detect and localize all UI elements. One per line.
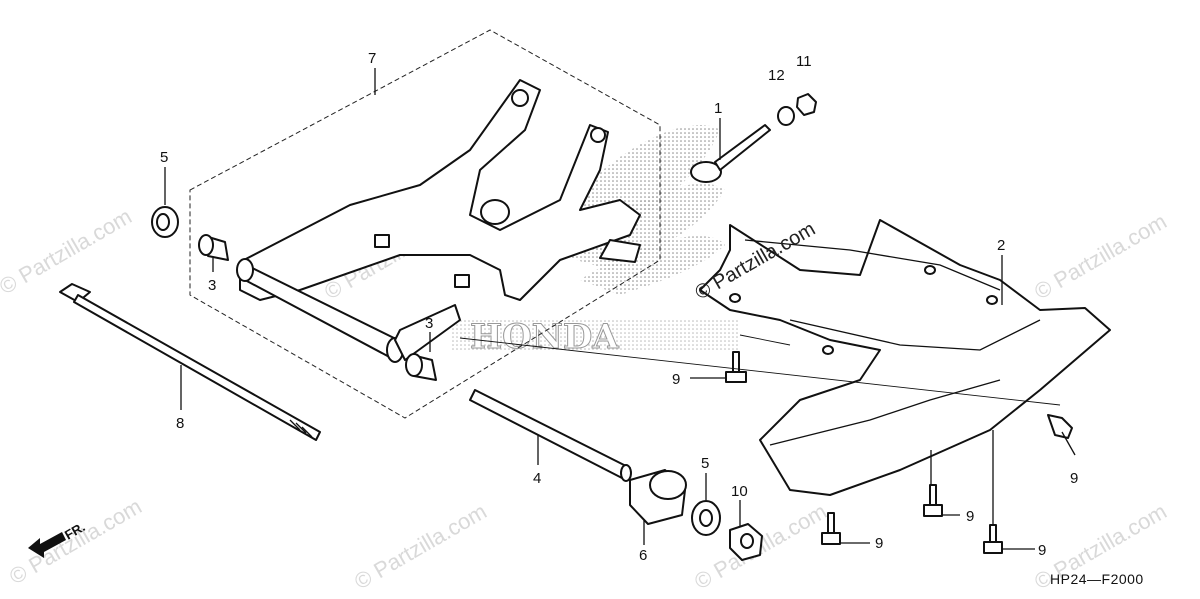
watermark-text: © Partzilla.com <box>350 499 491 595</box>
flange-bolt-part <box>1047 414 1073 439</box>
figure-code: HP24—F2000 <box>1050 571 1144 587</box>
callout-3: 3 <box>208 277 216 294</box>
adjuster-bolt-part <box>690 124 771 183</box>
swingarm-part <box>236 79 641 363</box>
callout-3: 3 <box>425 315 433 332</box>
callout-11: 11 <box>796 53 812 70</box>
callout-7: 7 <box>368 50 376 67</box>
flange-bolt-part <box>983 524 1003 554</box>
flange-bolt-part <box>923 484 943 517</box>
bushing-part <box>405 353 437 381</box>
watermark-text: © Partzilla.com <box>1030 209 1171 305</box>
flange-bolt-part <box>725 351 747 383</box>
watermark-text: © Partzilla.com <box>0 204 136 300</box>
callout-9: 9 <box>1070 470 1078 487</box>
dust-seal-part <box>151 206 179 238</box>
callout-10: 10 <box>731 483 748 500</box>
callout-9: 9 <box>1038 542 1046 559</box>
callout-8: 8 <box>176 415 184 432</box>
callout-2: 2 <box>997 237 1005 254</box>
callouts: 7 5 3 3 8 4 5 6 10 1 12 11 2 9 9 9 9 9 <box>160 50 1078 564</box>
callout-9: 9 <box>966 508 974 525</box>
leader-lines <box>164 68 1076 550</box>
flange-bolt-part <box>821 512 841 545</box>
dust-seal-part <box>691 500 721 536</box>
bushing-part <box>198 234 229 261</box>
callout-9: 9 <box>672 371 680 388</box>
washer-part <box>777 106 795 126</box>
callout-1: 1 <box>714 100 722 117</box>
callout-4: 4 <box>533 470 541 487</box>
assembly-boundary <box>189 29 661 419</box>
fender-part <box>699 219 1111 496</box>
nut-part <box>729 523 763 561</box>
callout-5: 5 <box>701 455 709 472</box>
pivot-bushing-part <box>629 469 687 525</box>
callout-9: 9 <box>875 535 883 552</box>
nut-part <box>796 93 817 116</box>
pivot-bolt-part <box>59 283 321 441</box>
callout-5: 5 <box>160 149 168 166</box>
honda-logo-text: HONDA <box>470 317 619 357</box>
front-arrow-icon <box>28 532 66 558</box>
watermark-text: © Partzilla.com <box>5 494 146 590</box>
callout-12: 12 <box>768 67 785 84</box>
pivot-collar-part <box>469 389 632 482</box>
callout-6: 6 <box>639 547 647 564</box>
